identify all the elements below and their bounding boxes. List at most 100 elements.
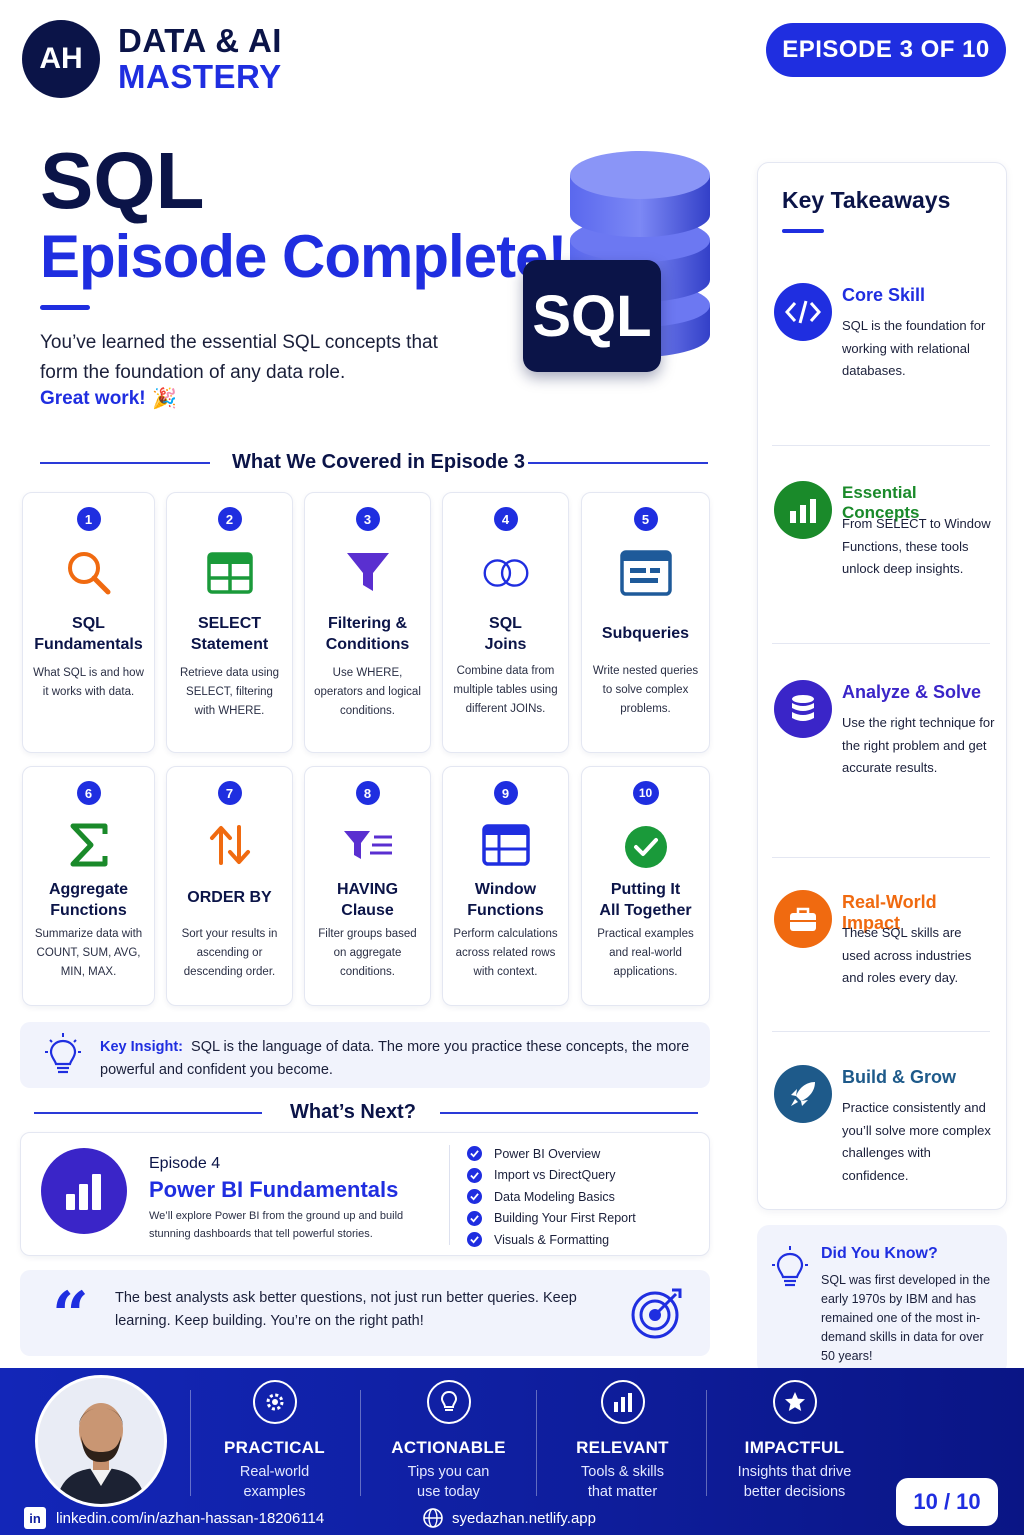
card-number: 10 — [632, 781, 659, 805]
feature-title: ACTIONABLE — [391, 1438, 506, 1457]
card-title: HAVING Clause — [336, 881, 399, 919]
list-item: Visuals & Formatting — [467, 1229, 636, 1251]
takeaway-description: These SQL skills are used across industr… — [842, 925, 972, 985]
globe-icon — [423, 1508, 443, 1528]
section-divider — [34, 1112, 262, 1114]
topic-label: Import vs DirectQuery — [494, 1168, 616, 1183]
lightbulb-icon — [772, 1246, 808, 1287]
window-grid-icon — [480, 819, 532, 871]
feature-title: PRACTICAL — [224, 1438, 325, 1457]
logo-initials: AH — [39, 42, 83, 75]
takeaway-title: Core Skill — [842, 285, 926, 305]
card-number: 4 — [493, 507, 518, 531]
magnifier-icon — [63, 547, 115, 599]
covered-heading: What We Covered in Episode 3 — [232, 451, 526, 473]
feature-description: Insights that drive better decisions — [737, 1464, 852, 1500]
topic-card-filtering: 3 Filtering & Conditions Use WHERE, oper… — [304, 492, 431, 753]
divider — [706, 1390, 707, 1496]
did-you-know-box: Did You Know? SQL was first developed in… — [757, 1225, 1007, 1375]
avatar — [35, 1375, 167, 1507]
check-icon — [467, 1189, 482, 1205]
feature-description: Tips you can use today — [407, 1464, 490, 1500]
topic-card-order-by: 7 ORDER BY Sort your results in ascendin… — [166, 766, 293, 1006]
check-circle-icon — [620, 821, 672, 873]
topic-label: Visuals & Formatting — [494, 1232, 610, 1247]
check-icon — [467, 1232, 482, 1248]
takeaways-accent-bar — [782, 229, 824, 233]
card-number: 9 — [493, 781, 518, 805]
linkedin-link[interactable]: in linkedin.com/in/azhan-hassan-18206114 — [24, 1507, 324, 1529]
topic-card-sql-joins: 4 SQL Joins Combine data from multiple t… — [442, 492, 569, 753]
takeaway-title: Build & Grow — [842, 1067, 956, 1087]
section-divider — [40, 462, 210, 464]
section-divider — [528, 462, 708, 464]
party-popper-icon: 🎉 — [152, 388, 177, 410]
star-icon — [772, 1380, 817, 1424]
hero-description: You’ve learned the essential SQL concept… — [40, 332, 438, 383]
topic-card-subqueries: 5 Subqueries Write nested queries to sol… — [581, 492, 710, 753]
linkedin-url: linkedin.com/in/azhan-hassan-18206114 — [56, 1509, 325, 1527]
feature-impactful: IMPACTFUL Insights that drive better dec… — [712, 1380, 877, 1502]
hero-accent-bar — [40, 305, 90, 310]
card-title: Putting It All Together — [599, 881, 692, 919]
bar-chart-icon — [600, 1380, 645, 1424]
page-counter: 10 / 10 — [896, 1478, 998, 1526]
hero-subtitle: Episode Complete! — [40, 223, 567, 290]
brand-logo: AH — [22, 20, 100, 98]
takeaway-description: From SELECT to Window Functions, these t… — [842, 516, 991, 576]
divider — [360, 1390, 361, 1496]
gear-icon — [252, 1380, 297, 1424]
topic-label: Power BI Overview — [494, 1146, 601, 1161]
takeaway-title: Real-World Impact — [842, 892, 937, 933]
quote-text: The best analysts ask better questions, … — [115, 1290, 577, 1329]
card-description: Use WHERE, operators and logical conditi… — [314, 667, 421, 717]
whats-next-heading: What’s Next? — [290, 1101, 416, 1123]
next-episode-title: Power BI Fundamentals — [149, 1177, 399, 1202]
database-icon — [774, 680, 832, 738]
card-title: SQL Joins — [484, 615, 527, 653]
divider — [772, 1031, 990, 1032]
divider — [772, 643, 990, 644]
list-item: Data Modeling Basics — [467, 1186, 636, 1208]
section-divider — [440, 1112, 698, 1114]
divider — [772, 445, 990, 446]
feature-relevant: RELEVANT Tools & skills that matter — [540, 1380, 705, 1502]
bar-chart-icon — [41, 1148, 127, 1234]
topic-card-select-statement: 2 SELECT Statement Retrieve data using S… — [166, 492, 293, 753]
divider — [772, 857, 990, 858]
feature-actionable: ACTIONABLE Tips you can use today — [366, 1380, 531, 1502]
website-url: syedazhan.netlify.app — [452, 1509, 596, 1527]
next-episode-description: We’ll explore Power BI from the ground u… — [149, 1210, 404, 1240]
website-link[interactable]: syedazhan.netlify.app — [422, 1507, 596, 1529]
funnel-icon — [342, 547, 394, 599]
check-icon — [467, 1210, 482, 1226]
card-number: 1 — [76, 507, 101, 531]
divider — [449, 1145, 450, 1245]
next-episode-card: Episode 4 Power BI Fundamentals We’ll ex… — [20, 1132, 710, 1256]
quote-mark-icon: “ — [52, 1278, 89, 1353]
quote-box: “ The best analysts ask better questions… — [20, 1270, 710, 1356]
topic-label: Data Modeling Basics — [494, 1189, 615, 1204]
bar-chart-icon — [774, 481, 832, 539]
feature-description: Real-world examples — [239, 1464, 310, 1500]
card-description: Sort your results in ascending or descen… — [181, 928, 278, 978]
linkedin-icon: in — [24, 1507, 46, 1529]
list-item: Power BI Overview — [467, 1143, 636, 1165]
brand-name-line2: MASTERY — [118, 58, 282, 95]
list-item: Import vs DirectQuery — [467, 1165, 636, 1187]
card-title: SQL Fundamentals — [34, 615, 143, 653]
card-title: SELECT Statement — [190, 615, 269, 653]
episode-badge: EPISODE 3 OF 10 — [766, 23, 1006, 77]
window-icon — [619, 547, 672, 599]
topic-card-having-clause: 8 HAVING Clause Filter groups based on a… — [304, 766, 431, 1006]
code-icon — [774, 283, 832, 341]
card-title: Aggregate Functions — [48, 881, 129, 919]
great-work-text: Great work! — [40, 388, 146, 409]
card-description: Combine data from multiple tables using … — [453, 665, 558, 715]
sort-arrows-icon — [204, 819, 256, 871]
card-number: 7 — [217, 781, 242, 805]
key-insight-box: Key Insight: SQL is the language of data… — [20, 1022, 710, 1088]
card-title: Filtering & Conditions — [325, 615, 410, 653]
next-episode-number: Episode 4 — [149, 1155, 221, 1172]
divider — [536, 1390, 537, 1496]
